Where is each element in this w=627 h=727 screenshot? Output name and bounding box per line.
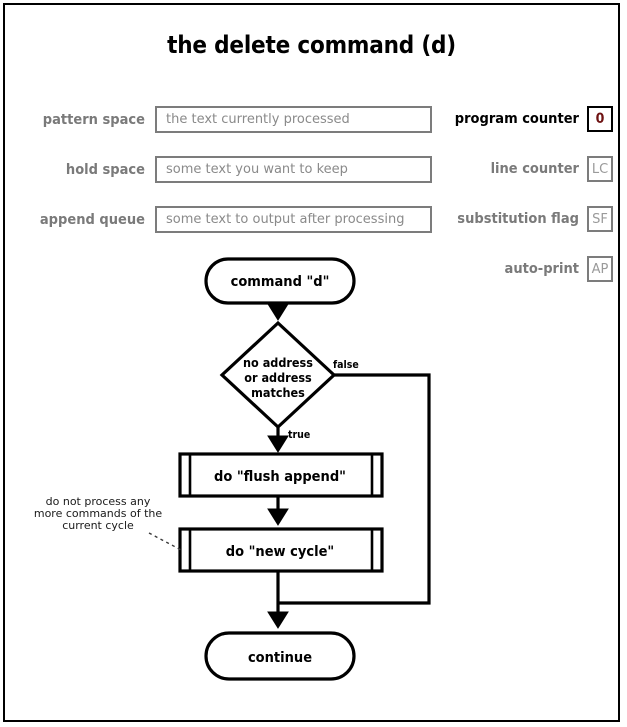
node-continue[interactable]: continue bbox=[204, 631, 356, 681]
annotation-no-more-commands: do not process any more commands of the … bbox=[34, 495, 184, 552]
badge-auto-print[interactable]: AP bbox=[587, 256, 613, 282]
annotation-line3: current cycle bbox=[62, 519, 134, 532]
badge-line-counter[interactable]: LC bbox=[587, 156, 613, 182]
value-auto-print: AP bbox=[591, 261, 609, 277]
register-row-line-counter: line counter LC bbox=[434, 156, 613, 182]
node-do-new-cycle-shape bbox=[178, 527, 384, 573]
label-program-counter: program counter bbox=[454, 111, 579, 127]
register-row-pattern-space: pattern space the text currently process… bbox=[32, 106, 432, 133]
input-hold-space[interactable]: some text you want to keep bbox=[155, 156, 432, 183]
annotation-line1: do not process any bbox=[46, 495, 151, 508]
edge-label-false: false bbox=[333, 359, 359, 371]
node-do-new-cycle-label: do "new cycle" bbox=[226, 544, 334, 560]
node-do-flush-append[interactable]: do "flush append" bbox=[178, 452, 384, 498]
node-decision-line3: matches bbox=[251, 385, 305, 400]
edge-label-true: true bbox=[288, 429, 310, 441]
node-do-new-cycle[interactable]: do "new cycle" bbox=[178, 527, 384, 573]
annotation-line2: more commands of the bbox=[34, 507, 163, 520]
node-do-flush-append-shape bbox=[178, 452, 384, 498]
node-decision-line2: or address bbox=[244, 370, 312, 385]
input-pattern-space[interactable]: the text currently processed bbox=[155, 106, 432, 133]
node-continue-shape bbox=[204, 631, 356, 681]
node-continue-label: continue bbox=[248, 650, 312, 666]
value-program-counter: 0 bbox=[595, 111, 605, 127]
page-frame: the delete command (d) pattern space the… bbox=[3, 3, 620, 722]
node-do-flush-append-label: do "flush append" bbox=[214, 469, 346, 485]
label-substitution-flag: substitution flag bbox=[457, 211, 579, 227]
label-pattern-space: pattern space bbox=[42, 111, 145, 128]
edge-decision-false-to-continue bbox=[278, 373, 431, 605]
label-line-counter: line counter bbox=[490, 161, 579, 177]
input-append-queue[interactable]: some text to output after processing bbox=[155, 206, 432, 233]
node-command-d-label: command "d" bbox=[231, 274, 330, 290]
placeholder-append-queue: some text to output after processing bbox=[166, 212, 405, 227]
flowchart: false true command "d" no address or add… bbox=[34, 257, 431, 681]
register-row-hold-space: hold space some text you want to keep bbox=[32, 156, 432, 183]
placeholder-hold-space: some text you want to keep bbox=[166, 162, 348, 177]
annotation-leader-line bbox=[148, 532, 184, 552]
register-row-substitution-flag: substitution flag SF bbox=[434, 206, 613, 232]
badge-substitution-flag[interactable]: SF bbox=[587, 206, 613, 232]
register-row-append-queue: append queue some text to output after p… bbox=[32, 206, 432, 233]
value-substitution-flag: SF bbox=[592, 211, 608, 227]
placeholder-pattern-space: the text currently processed bbox=[166, 112, 350, 127]
label-append-queue: append queue bbox=[39, 211, 145, 228]
badge-program-counter[interactable]: 0 bbox=[587, 106, 613, 132]
label-auto-print: auto-print bbox=[504, 261, 579, 277]
node-command-d-shape bbox=[204, 257, 356, 305]
page-title: the delete command (d) bbox=[167, 31, 456, 59]
node-decision-address-matches[interactable]: no address or address matches bbox=[219, 320, 337, 430]
value-line-counter: LC bbox=[591, 161, 609, 177]
node-decision-shape bbox=[219, 320, 337, 430]
register-row-auto-print: auto-print AP bbox=[434, 256, 613, 282]
node-decision-line1: no address bbox=[243, 355, 313, 370]
node-command-d[interactable]: command "d" bbox=[204, 257, 356, 305]
label-hold-space: hold space bbox=[65, 161, 145, 178]
register-row-program-counter: program counter 0 bbox=[434, 106, 613, 132]
